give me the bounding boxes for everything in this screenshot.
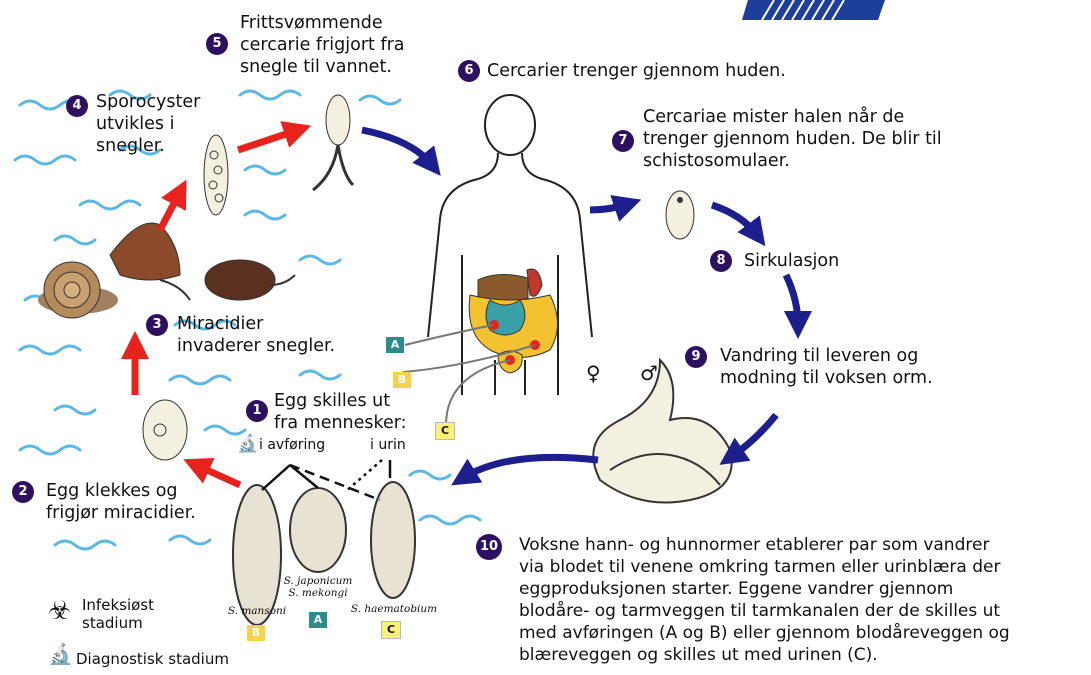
snail-bulinus (205, 260, 295, 300)
step-badge-9: 9 (685, 346, 707, 368)
female-symbol: ♀ (586, 362, 601, 384)
badge-a-japonicum: A (309, 612, 327, 628)
step-label-3: Miracidier invaderer snegler. (177, 313, 335, 357)
microscope-icon: 🔬 (237, 434, 258, 454)
step-badge-4: 4 (66, 95, 88, 117)
egg-haematobium (371, 482, 415, 598)
step-badge-7: 7 (612, 130, 634, 152)
step-badge-8: 8 (710, 250, 732, 272)
step-label-9: Vandring til leveren og modning til voks… (720, 345, 933, 389)
male-symbol: ♂ (640, 362, 658, 384)
species-mansoni: S. mansoni (222, 605, 292, 617)
blue-arrows (362, 130, 798, 478)
biohazard-icon: ☣ (48, 598, 71, 624)
snail-planorbid (38, 262, 118, 318)
legend-infective: Infeksiøst stadium (82, 596, 154, 632)
microscope-icon: 🔬 (48, 645, 73, 663)
step-label-7: Cercariae mister halen når de trenger gj… (643, 106, 942, 172)
badge-c-organ: C (435, 422, 455, 440)
step-badge-5: 5 (206, 33, 228, 55)
feces-label: i avføring (259, 437, 325, 453)
organs (469, 269, 557, 373)
step-label-4: Sporocyster utvikles i snegler. (96, 91, 200, 157)
badge-b-mansoni: B (247, 625, 265, 641)
logo-mark (742, 0, 885, 20)
step-badge-2: 2 (12, 481, 34, 503)
badge-c-haematobium: C (381, 621, 401, 639)
cercaria (313, 95, 353, 190)
urine-label: i urin (370, 437, 406, 453)
species-haematobium: S. haematobium (350, 603, 438, 615)
step-label-1: Egg skilles ut fra mennesker: (274, 390, 407, 434)
snail-oncomelania (110, 223, 190, 300)
miracidium (143, 400, 187, 460)
badge-a-organ: A (386, 337, 404, 353)
adult-worm-pair (593, 360, 731, 503)
step-badge-6: 6 (458, 60, 480, 82)
schistosomulum (666, 191, 694, 239)
step-label-10: Voksne hann- og hunnormer etablerer par … (519, 534, 1010, 666)
egg-mansoni (233, 485, 281, 625)
egg-japonicum (290, 488, 346, 572)
species-japonicum: S. japonicum S. mekongi (280, 575, 356, 599)
step-badge-1: 1 (246, 400, 268, 422)
step-badge-3: 3 (146, 314, 168, 336)
step-badge-10: 10 (476, 534, 502, 560)
step-label-8: Sirkulasjon (744, 250, 839, 272)
badge-b-organ: B (393, 372, 411, 388)
step-label-5: Frittsvømmende cercarie frigjort fra sne… (240, 12, 405, 78)
step-label-6: Cercarier trenger gjennom huden. (487, 60, 786, 82)
sporocyst (204, 135, 228, 215)
legend-diagnostic: Diagnostisk stadium (76, 650, 229, 668)
step-label-2: Egg klekkes og frigjør miracidier. (46, 480, 196, 524)
